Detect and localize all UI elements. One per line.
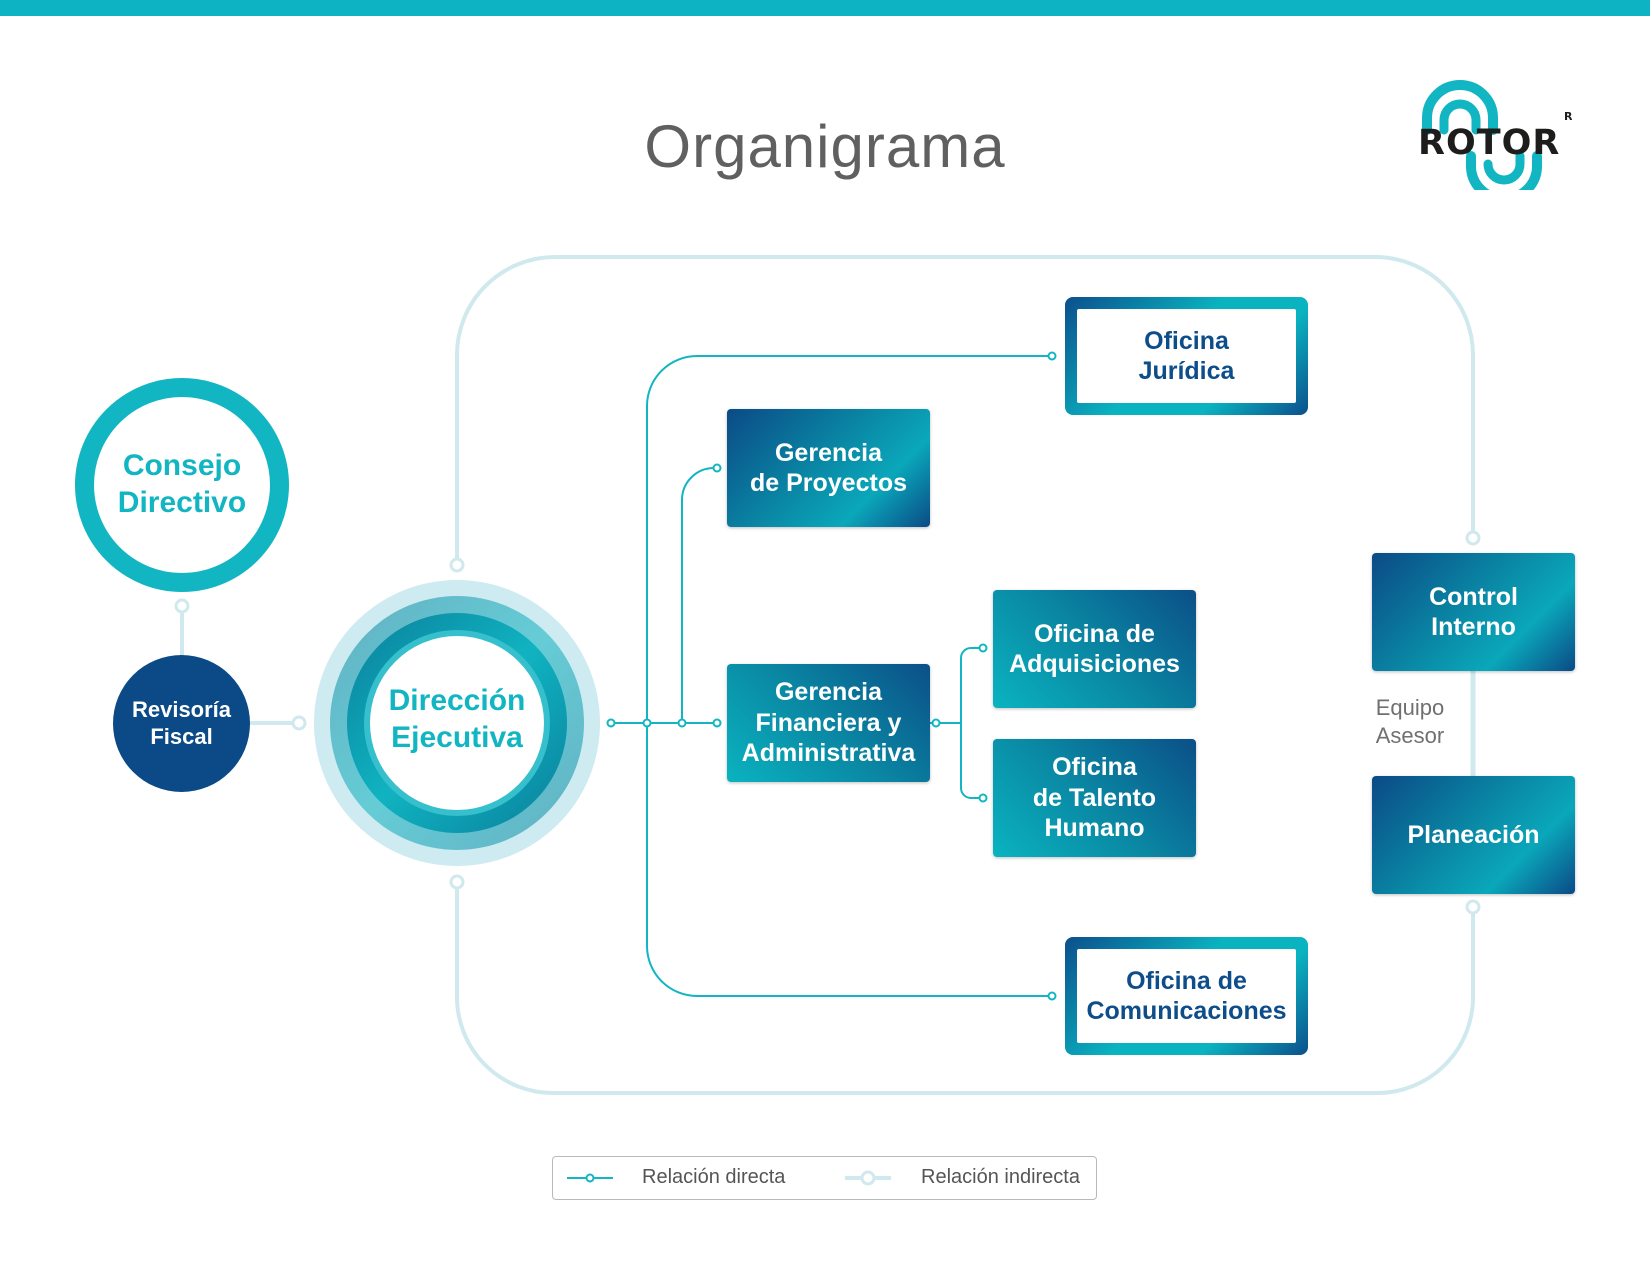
node-gerencia-financiera: Gerencia Financiera y Administrativa [727, 664, 930, 782]
node-revisoria-fiscal-label: Revisoría Fiscal [131, 696, 232, 749]
node-oficina-adquisiciones: Oficina de Adquisiciones [993, 590, 1196, 708]
direccion-ejecutiva-rings [314, 580, 600, 866]
node-control-interno: Control Interno [1372, 553, 1575, 671]
node-consejo-directivo-label: Consejo Directivo [117, 449, 247, 519]
rotor-logo: ROTOR R [1412, 72, 1573, 204]
equipo-asesor-label: Equipo Asesor [1375, 695, 1445, 749]
node-consejo-directivo: Consejo Directivo [75, 378, 289, 592]
node-oficina-juridica: Oficina Jurídica [1065, 297, 1308, 415]
indirect-connector-dots [174, 530, 1481, 915]
node-gerencia-proyectos-label: Gerencia de Proyectos [749, 438, 907, 498]
legend-direct-swatch [567, 1173, 613, 1183]
node-planeacion: Planeación [1372, 776, 1575, 894]
logo-registered-mark: R [1564, 110, 1572, 123]
node-planeacion-label: Planeación [1407, 820, 1540, 849]
node-oficina-talento-humano-label: Oficina de Talento Humano [1032, 753, 1157, 843]
top-accent-bar [0, 0, 1650, 16]
node-oficina-comunicaciones: Oficina de Comunicaciones [1065, 937, 1308, 1055]
indirect-connectors [180, 255, 1476, 1095]
page-title: Organigrama [644, 113, 1006, 180]
logo-text: ROTOR [1418, 123, 1560, 163]
node-gerencia-proyectos: Gerencia de Proyectos [727, 409, 930, 527]
legend-indirect-label: Relación indirecta [921, 1166, 1080, 1188]
direct-connector-dots [606, 351, 1057, 1001]
node-oficina-comunicaciones-label: Oficina de Comunicaciones [1086, 966, 1287, 1026]
node-gerencia-financiera-label: Gerencia Financiera y Administrativa [741, 678, 916, 768]
node-control-interno-label: Control Interno [1429, 582, 1518, 642]
legend: Relación directa Relación indirecta [552, 1156, 1097, 1200]
node-oficina-juridica-label: Oficina Jurídica [1138, 326, 1235, 386]
node-direccion-ejecutiva-label: Dirección Ejecutiva [388, 684, 526, 754]
legend-direct-label: Relación directa [642, 1166, 786, 1188]
node-oficina-adquisiciones-label: Oficina de Adquisiciones [1009, 619, 1180, 679]
direct-connectors [611, 355, 1052, 997]
legend-indirect-swatch [845, 1170, 891, 1186]
node-direccion-ejecutiva: Dirección Ejecutiva [367, 655, 547, 785]
node-revisoria-fiscal: Revisoría Fiscal [113, 655, 250, 792]
node-oficina-talento-humano: Oficina de Talento Humano [993, 739, 1196, 857]
